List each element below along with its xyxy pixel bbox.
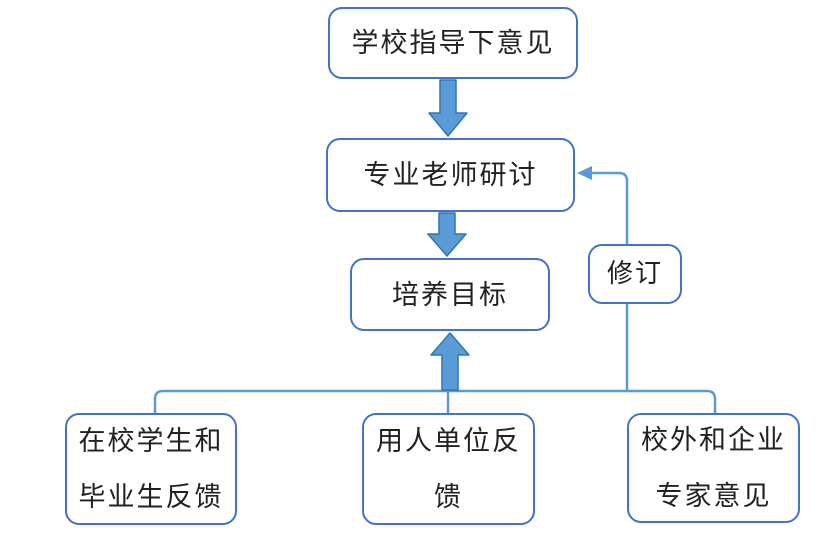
node-label-line2: 毕业生反馈	[78, 482, 224, 512]
node-school-guidance: 学校指导下意见	[328, 7, 578, 79]
node-expert-opinion: 校外和企业 专家意见	[627, 413, 800, 523]
arrow-school-to-teachers-icon	[428, 79, 468, 137]
node-label: 专业老师研讨	[363, 160, 538, 190]
node-label-line1: 校外和企业	[641, 425, 786, 455]
node-label-line2: 馈	[434, 482, 463, 512]
revision-arrowhead-icon	[577, 166, 592, 180]
node-label-line2: 专家意见	[655, 481, 772, 511]
node-teacher-discussion: 专业老师研讨	[326, 138, 575, 212]
arrow-feedback-to-goal-icon	[430, 332, 470, 391]
node-label: 修订	[606, 259, 663, 288]
node-label-line1: 用人单位反	[376, 426, 521, 456]
arrow-teachers-to-goal-icon	[427, 212, 467, 257]
node-revision: 修订	[588, 244, 682, 304]
node-label: 学校指导下意见	[351, 28, 555, 58]
node-label-line1: 在校学生和	[78, 426, 224, 456]
node-student-feedback: 在校学生和 毕业生反馈	[65, 413, 237, 525]
node-label: 培养目标	[392, 279, 508, 310]
feedback-bus-line	[153, 389, 717, 413]
node-employer-feedback: 用人单位反 馈	[362, 413, 535, 525]
revision-upper-line	[581, 171, 629, 246]
node-training-goal: 培养目标	[350, 258, 550, 331]
